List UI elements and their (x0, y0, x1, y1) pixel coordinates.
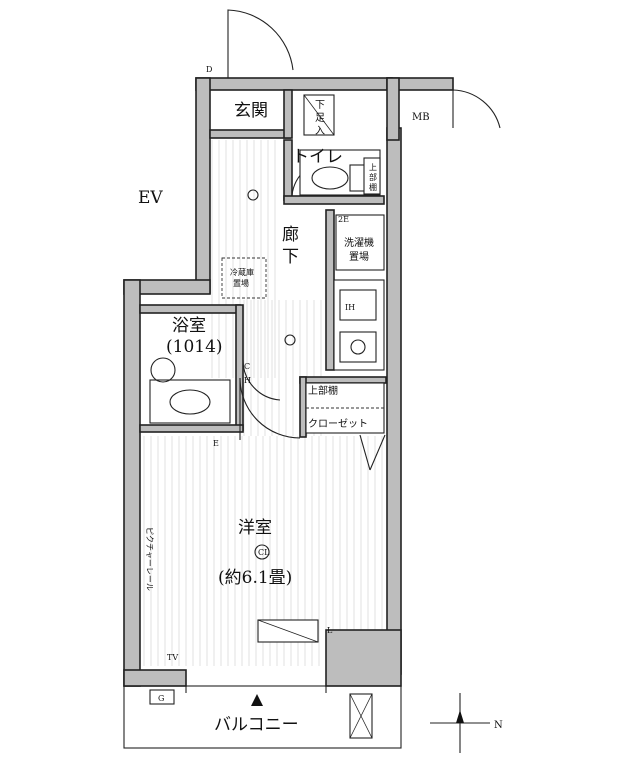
wall-left-lower (123, 279, 141, 687)
fixtures (149, 94, 385, 643)
floor-hatching (143, 140, 383, 666)
light-corridor (247, 189, 259, 201)
symbol-c: C (244, 362, 250, 371)
balcony-arrow-icon (251, 694, 263, 706)
label-fridge-a: 冷蔵庫 (230, 267, 254, 277)
wall-closet-left (299, 376, 307, 438)
symbol-l: L (327, 626, 333, 635)
label-western: 洋室 (238, 518, 272, 538)
symbol-g: G (158, 694, 164, 703)
wall-left-upper (195, 77, 211, 294)
label-western-size: (約6.1畳) (218, 568, 292, 588)
toilet-bowl (311, 166, 349, 190)
wall-toilet-left (283, 139, 293, 201)
wall-top (195, 77, 393, 91)
label-bath-size: (1014) (166, 337, 223, 357)
label-mb: MB (412, 112, 430, 123)
wall-bath-bottom (139, 424, 244, 433)
label-shoe-bot: 入 (315, 126, 325, 137)
bath-door (242, 359, 281, 401)
label-picture-rail: ピクチャーレール (145, 527, 154, 591)
label-toilet-shelf-b: 部 (369, 172, 377, 182)
gas-meter (149, 689, 175, 705)
label-genkan: 玄関 (234, 101, 268, 121)
label-shoe-top: 下 (315, 100, 325, 111)
label-balcony: バルコニー (214, 715, 299, 735)
fridge-space (221, 257, 267, 299)
symbol-tv: TV (167, 653, 178, 662)
toilet-shelf (363, 157, 381, 195)
mb-door (452, 89, 501, 129)
light-kitchen (284, 334, 296, 346)
doors (227, 9, 501, 471)
balcony-outline (123, 685, 402, 749)
wall-closet-top (299, 376, 387, 384)
bath-sink (150, 357, 176, 383)
label-corridor-a: 廊 (282, 225, 299, 245)
label-toilet-shelf-a: 上 (369, 163, 377, 172)
symbol-2e: 2E (338, 215, 349, 224)
wall-mb-left (386, 77, 400, 141)
balcony-area (123, 685, 402, 749)
symbol-e: E (213, 439, 219, 448)
label-cl: CL (258, 548, 270, 557)
kitchen-stove (339, 331, 377, 363)
closet-door-b (369, 434, 386, 471)
wall-bottom-right (325, 629, 402, 687)
kitchen-sink (339, 289, 377, 321)
label-corridor-b: 下 (282, 247, 299, 267)
bathtub-basin (169, 389, 211, 415)
compass-north-arrow-icon (456, 710, 464, 723)
room-door (239, 377, 301, 439)
symbol-ih: IH (345, 303, 355, 312)
light-room (254, 544, 270, 560)
compass (430, 693, 490, 753)
closet-door-a (359, 434, 371, 471)
wall-toilet-bottom (283, 195, 385, 205)
wall-bath-top (139, 304, 241, 314)
wall-right (386, 127, 402, 675)
bathtub (149, 379, 231, 424)
wall-bottom-left (123, 669, 187, 687)
symbol-h: H (244, 376, 251, 385)
label-ev: EV (138, 188, 163, 208)
label-toilet-shelf-c: 棚 (369, 182, 377, 192)
symbol-d: D (206, 65, 212, 74)
washer-space (335, 214, 385, 271)
label-washer-a: 洗濯機 (344, 236, 374, 249)
wall-shoe (283, 89, 293, 139)
label-bath: 浴室 (172, 316, 206, 336)
label-compass-n: N (494, 720, 503, 731)
label-shoe-mid: 足 (315, 112, 325, 124)
label-toilet: トイレ (292, 147, 343, 167)
label-upper-shelf: 上部棚 (308, 384, 338, 397)
label-washer-b: 置場 (349, 250, 369, 263)
stove-burner (350, 339, 366, 355)
labels: 玄関 下 足 入 MB トイレ 上 部 棚 廊 下 洗濯機 置場 冷蔵庫 置場 … (138, 65, 503, 735)
walls (123, 77, 454, 687)
label-closet: クローゼット (308, 418, 368, 430)
wall-kitchen (325, 209, 335, 371)
entrance-door (227, 9, 294, 78)
wall-genkan (209, 129, 291, 139)
label-fridge-b: 置場 (233, 278, 249, 288)
